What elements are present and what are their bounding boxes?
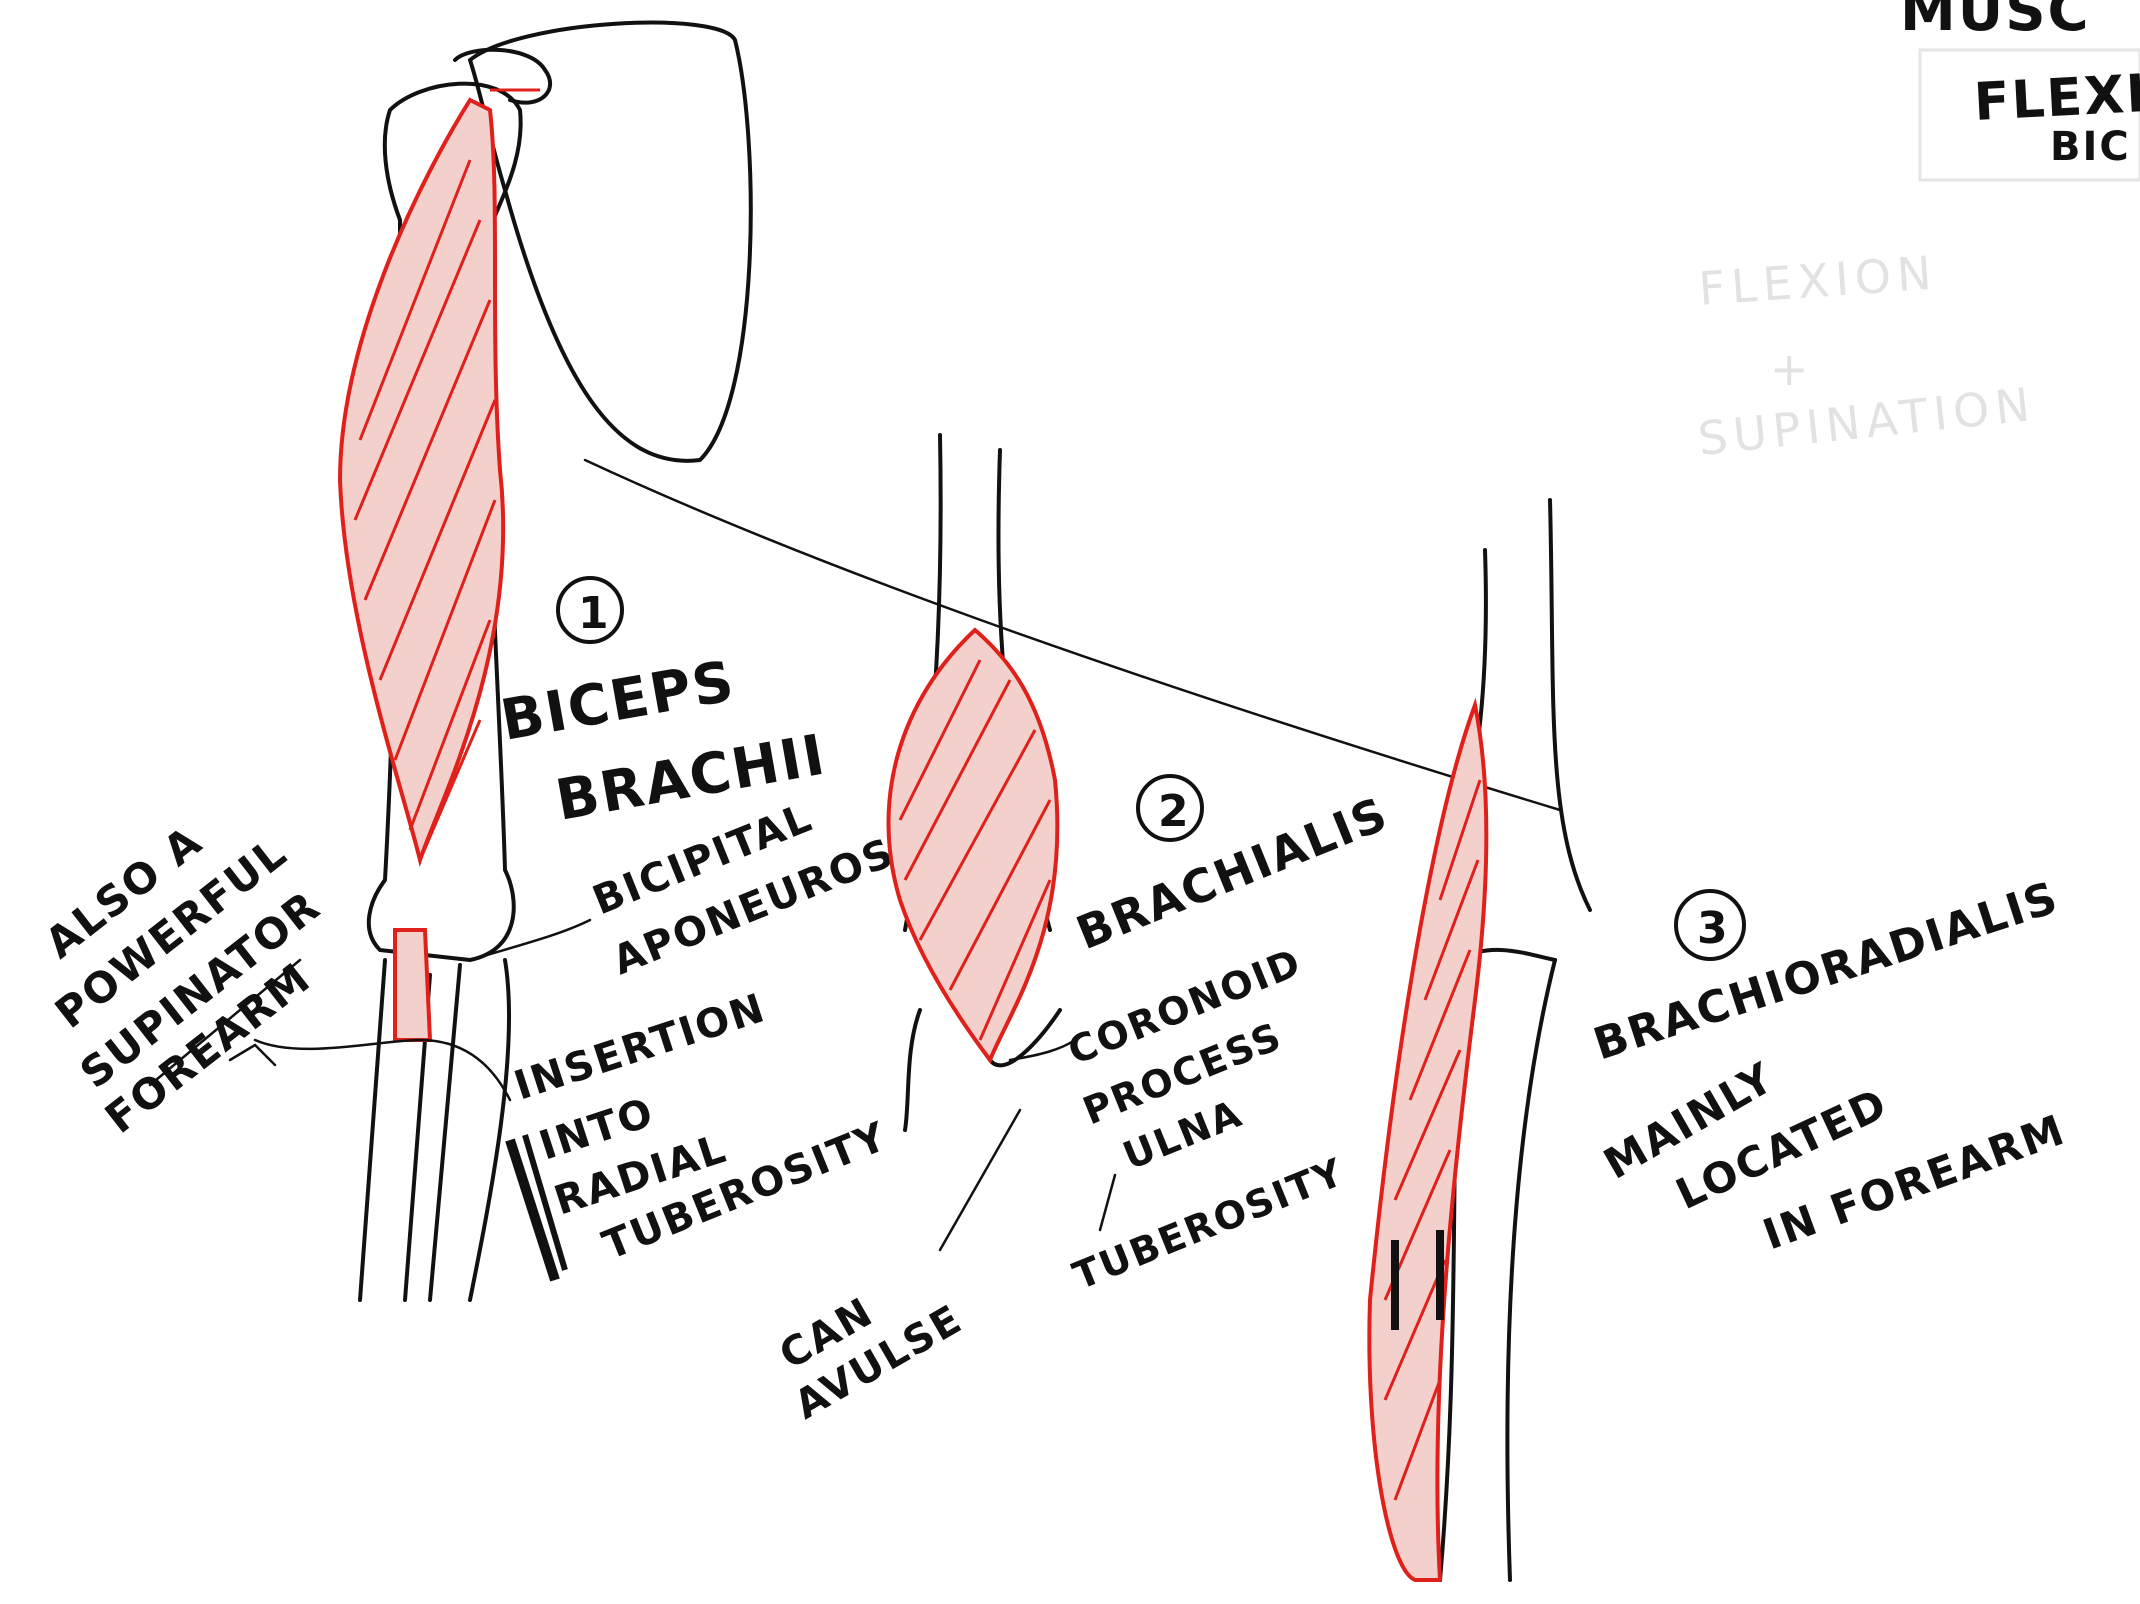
faint-note-plus: +	[1770, 342, 1815, 396]
radius-left	[360, 960, 385, 1300]
avulse-leader	[940, 1110, 1020, 1250]
scapula-outline	[470, 23, 751, 461]
brachialis-label: BRACHIALIS	[1069, 786, 1396, 960]
biceps-muscle	[340, 100, 503, 860]
biceps-tendon	[395, 930, 430, 1040]
tuberosity-label: TUBEROSITY	[1067, 1150, 1351, 1299]
acromion-outline	[455, 50, 550, 103]
tuberosity-leader	[1100, 1175, 1115, 1230]
ulna-left	[430, 965, 460, 1300]
radius3-right	[1507, 960, 1555, 1580]
corner-title: MUSC FLEXI BIC	[1900, 0, 2140, 170]
figure-biceps: 1 BICEPS BRACHII BICIPITAL APONEUROSIS I…	[36, 23, 945, 1300]
corner-title-line3: BIC	[2050, 124, 2131, 170]
figure-brachialis: 2 BRACHIALIS CORONOID PROCESS ULNA TUBER…	[772, 435, 1396, 1429]
insertion-leader	[255, 1040, 510, 1100]
biceps-label-line1: BICEPS	[496, 649, 740, 754]
muscle-number-3: 3	[1697, 903, 1730, 954]
corner-title-line1: MUSC	[1900, 0, 2091, 44]
ulna-right	[470, 960, 509, 1300]
humerus3-right	[1550, 500, 1590, 910]
muscle-number-2: 2	[1158, 786, 1191, 837]
figure-brachioradialis: 3 BRACHIORADIALIS MAINLY LOCATED IN FORE…	[1369, 500, 2071, 1580]
corner-title-line2: FLEXI	[1973, 64, 2140, 133]
muscle-number-1: 1	[578, 588, 611, 639]
aponeurosis-leader	[470, 920, 590, 960]
faint-note-flexion: FLEXION	[1697, 245, 1939, 316]
brachioradialis-label: BRACHIORADIALIS	[1588, 872, 2065, 1070]
ulna2-left	[905, 1010, 920, 1130]
faint-note-supination: SUPINATION	[1696, 377, 2039, 466]
